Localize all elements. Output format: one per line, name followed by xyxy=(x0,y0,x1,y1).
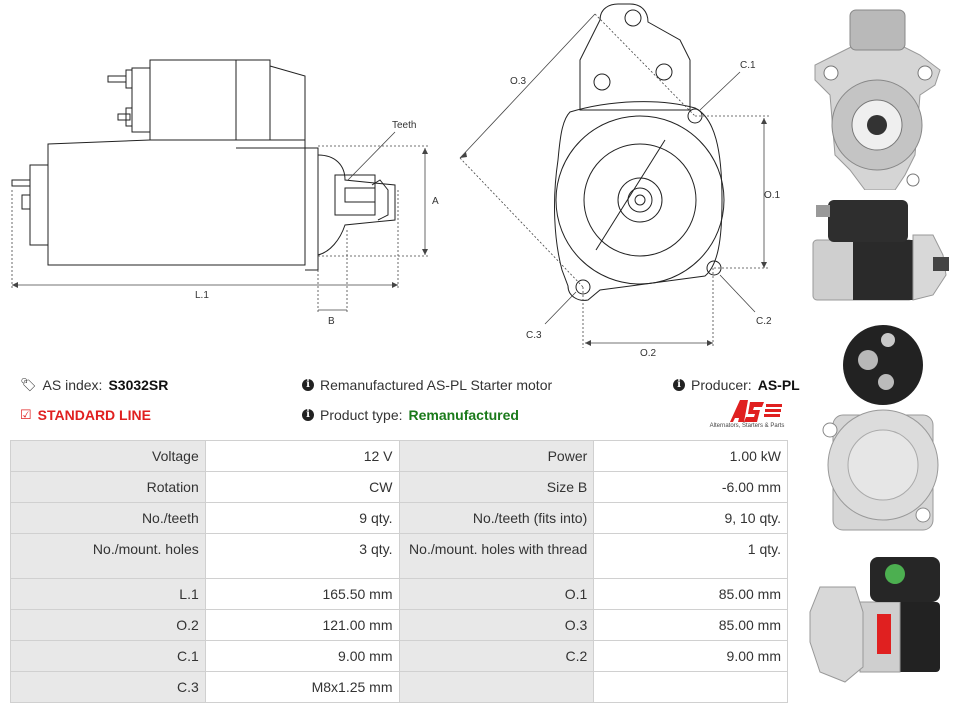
producer: i Producer: AS-PL xyxy=(673,377,800,393)
spec-value: 9, 10 qty. xyxy=(593,502,788,534)
dimension-c2-label: C.2 xyxy=(756,316,772,327)
table-row: Rotation CW Size B -6.00 mm xyxy=(10,471,788,503)
spec-value: 9 qty. xyxy=(204,502,400,534)
spec-key: O.1 xyxy=(398,578,595,610)
dimension-b-label: B xyxy=(328,316,335,327)
dimension-o1-label: O.1 xyxy=(764,190,781,201)
front-view-drawing: O.3 C.1 O.1 C.2 C.3 O.2 xyxy=(459,3,781,359)
table-row: C.3 M8x1.25 mm xyxy=(10,671,788,703)
spec-key: No./teeth (fits into) xyxy=(398,502,595,534)
standard-line: ☑ STANDARD LINE xyxy=(20,407,151,423)
product-photo-front[interactable] xyxy=(805,5,950,190)
info-icon: i xyxy=(302,379,314,391)
spec-value: 165.50 mm xyxy=(204,578,400,610)
description-text: Remanufactured AS-PL Starter motor xyxy=(320,377,553,393)
spec-value: 85.00 mm xyxy=(593,578,788,610)
product-type: i Product type: Remanufactured xyxy=(302,407,519,423)
spec-key: C.1 xyxy=(10,640,206,672)
as-index-label: AS index: xyxy=(42,377,103,393)
spec-key: No./teeth xyxy=(10,502,206,534)
info-icon: i xyxy=(302,409,314,421)
dimension-c1-label: C.1 xyxy=(740,60,756,71)
spec-key: C.3 xyxy=(10,671,206,703)
table-row: O.2 121.00 mm O.3 85.00 mm xyxy=(10,609,788,641)
table-row: C.1 9.00 mm C.2 9.00 mm xyxy=(10,640,788,672)
side-view-drawing: Teeth A L.1 B xyxy=(11,59,439,327)
spec-value: -6.00 mm xyxy=(593,471,788,503)
table-row: L.1 165.50 mm O.1 85.00 mm xyxy=(10,578,788,610)
spec-value: 3 qty. xyxy=(204,533,400,579)
specs-table: Voltage 12 V Power 1.00 kW Rotation CW S… xyxy=(10,440,788,703)
spec-value: 1.00 kW xyxy=(593,440,788,472)
spec-value: 1 qty. xyxy=(593,533,788,579)
spec-value: 121.00 mm xyxy=(204,609,400,641)
product-type-value: Remanufactured xyxy=(408,407,519,423)
spec-value: 9.00 mm xyxy=(593,640,788,672)
teeth-leader-line xyxy=(347,131,396,181)
spec-key: C.2 xyxy=(398,640,595,672)
dimension-l1-label: L.1 xyxy=(195,290,209,301)
standard-line-label: STANDARD LINE xyxy=(37,407,151,423)
description: i Remanufactured AS-PL Starter motor xyxy=(302,377,552,393)
spec-key: L.1 xyxy=(10,578,206,610)
spec-value: CW xyxy=(204,471,400,503)
spec-key: No./mount. holes with thread xyxy=(398,533,595,579)
spec-value: M8x1.25 mm xyxy=(204,671,400,703)
as-index-value: S3032SR xyxy=(108,377,169,393)
table-row: No./mount. holes 3 qty. No./mount. holes… xyxy=(10,533,788,579)
table-row: No./teeth 9 qty. No./teeth (fits into) 9… xyxy=(10,502,788,534)
info-icon: i xyxy=(673,379,685,391)
check-square-icon: ☑ xyxy=(20,407,32,422)
tags-icon: 🏷 xyxy=(20,377,37,392)
dimension-a-label: A xyxy=(432,196,439,207)
dimension-c3-label: C.3 xyxy=(526,330,542,341)
producer-value: AS-PL xyxy=(757,377,800,393)
dimension-o2-label: O.2 xyxy=(640,348,657,359)
spec-value: 9.00 mm xyxy=(204,640,400,672)
spec-key: O.2 xyxy=(10,609,206,641)
spec-key: Rotation xyxy=(10,471,206,503)
logo-tagline: Alternators, Starters & Parts xyxy=(709,423,785,429)
table-row: Voltage 12 V Power 1.00 kW xyxy=(10,440,788,472)
producer-label: Producer: xyxy=(691,377,752,393)
spec-key xyxy=(398,671,595,703)
teeth-label: Teeth xyxy=(392,120,416,131)
spec-key: Voltage xyxy=(10,440,206,472)
as-index: 🏷 AS index: S3032SR xyxy=(20,377,168,393)
spec-key: O.3 xyxy=(398,609,595,641)
dimension-o3-label: O.3 xyxy=(510,76,527,87)
spec-value xyxy=(593,671,788,703)
spec-key: Power xyxy=(398,440,595,472)
product-type-label: Product type: xyxy=(320,407,403,423)
spec-value: 85.00 mm xyxy=(593,609,788,641)
spec-key: No./mount. holes xyxy=(10,533,206,579)
spec-key: Size B xyxy=(398,471,595,503)
product-photo-side[interactable] xyxy=(808,195,950,310)
as-pl-logo xyxy=(730,400,782,422)
product-photo-rear[interactable] xyxy=(808,320,950,545)
spec-value: 12 V xyxy=(204,440,400,472)
product-photo-angle[interactable] xyxy=(805,552,950,687)
